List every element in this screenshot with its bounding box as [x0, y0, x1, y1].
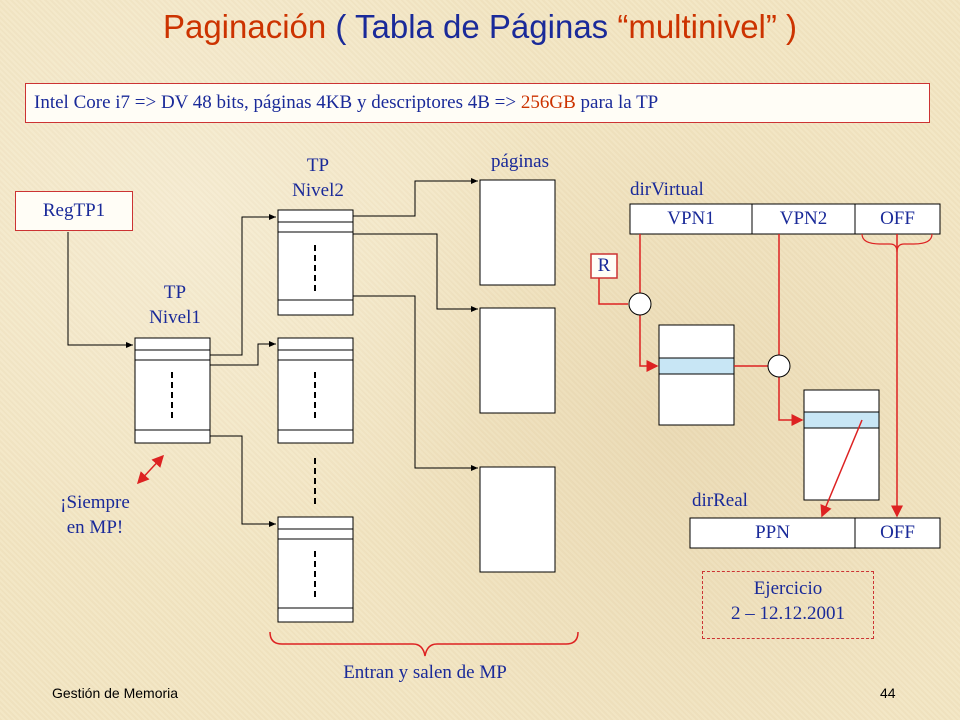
- tp-nivel2-label: TP Nivel2: [273, 153, 363, 203]
- off-label: OFF: [880, 208, 915, 229]
- adder-1: [628, 292, 652, 316]
- dirreal-label: dirReal: [692, 490, 748, 511]
- nivel2-to-page-arrow-2: [353, 233, 478, 312]
- tp-nivel2-table-2: [277, 337, 354, 444]
- info-box: Intel Core i7 => DV 48 bits, páginas 4KB…: [25, 83, 930, 123]
- page-3: [479, 466, 556, 573]
- entran-label: Entran y salen de MP: [343, 662, 507, 683]
- regtp1-arrow: [67, 232, 133, 348]
- vpn1-label: VPN1: [667, 208, 715, 229]
- tp-nivel2-line1: TP: [306, 155, 330, 176]
- siempre-line2: en MP!: [66, 517, 124, 538]
- tp-nivel1-label: TP Nivel1: [130, 280, 220, 330]
- off2-label: OFF: [880, 522, 915, 543]
- nivel1-to-nivel2-arrow-1: [210, 214, 276, 356]
- info-highlight: 256GB: [520, 92, 576, 113]
- tp-nivel2-table-1: [277, 209, 354, 316]
- info-tail: para la TP: [580, 92, 659, 113]
- slide-title: Paginación ( Tabla de Páginas “multinive…: [0, 8, 960, 46]
- title-part-3: “multinivel”: [617, 8, 777, 45]
- adder2-to-table-arrow: [778, 377, 804, 426]
- right-table-2: [803, 389, 880, 501]
- ejercicio-line1: Ejercicio: [753, 578, 823, 599]
- right-table-1: [658, 324, 735, 426]
- tp-nivel2-table-3: [277, 516, 354, 623]
- regtp1-label: RegTP1: [42, 200, 106, 221]
- r-label: R: [597, 255, 611, 276]
- title-part-2: ( Tabla de Páginas: [335, 8, 609, 45]
- footer-title: Gestión de Memoria: [52, 685, 179, 701]
- page-number: 44: [880, 685, 896, 701]
- adder1-to-table-arrow: [639, 315, 659, 372]
- tp-nivel1-line1: TP: [163, 282, 187, 303]
- ejercicio-line2: 2 – 12.12.2001: [731, 603, 845, 624]
- ppn-label: PPN: [755, 522, 790, 543]
- dirvirtual-label: dirVirtual: [630, 179, 704, 200]
- nivel2-to-page-arrow-3: [353, 295, 478, 471]
- tp-nivel2-line2: Nivel2: [292, 180, 344, 201]
- vpn2-label: VPN2: [779, 208, 828, 229]
- tp-nivel1-table: [134, 337, 211, 444]
- page-2: [479, 307, 556, 414]
- nivel2-to-page-arrow-1: [353, 178, 478, 217]
- info-text: Intel Core i7 => DV 48 bits, páginas 4KB…: [34, 92, 517, 113]
- r-to-adder-line: [598, 278, 628, 305]
- ppn-arrow: [820, 419, 863, 518]
- nivel1-to-nivel2-arrow-2: [210, 341, 276, 366]
- siempre-double-arrow: [136, 454, 165, 485]
- ejercicio-box: Ejercicio 2 – 12.12.2001: [702, 571, 874, 639]
- off-brace: [861, 233, 933, 253]
- siempre-label: ¡Siempre en MP!: [45, 490, 145, 540]
- title-part-4: ): [786, 8, 798, 45]
- tp-nivel1-line2: Nivel1: [149, 307, 201, 328]
- nivel1-to-nivel2-arrow-3: [210, 435, 276, 527]
- siempre-line1: ¡Siempre: [60, 492, 130, 513]
- dirvirtual-box: [629, 203, 941, 235]
- adder-2: [767, 354, 791, 378]
- r-register: [590, 253, 618, 279]
- brace: [269, 631, 579, 657]
- title-part-1: Paginación: [162, 8, 327, 45]
- regtp1-box: RegTP1: [15, 191, 133, 231]
- paginas-label: páginas: [490, 151, 550, 172]
- page-1: [479, 179, 556, 286]
- dirreal-box: [689, 517, 941, 549]
